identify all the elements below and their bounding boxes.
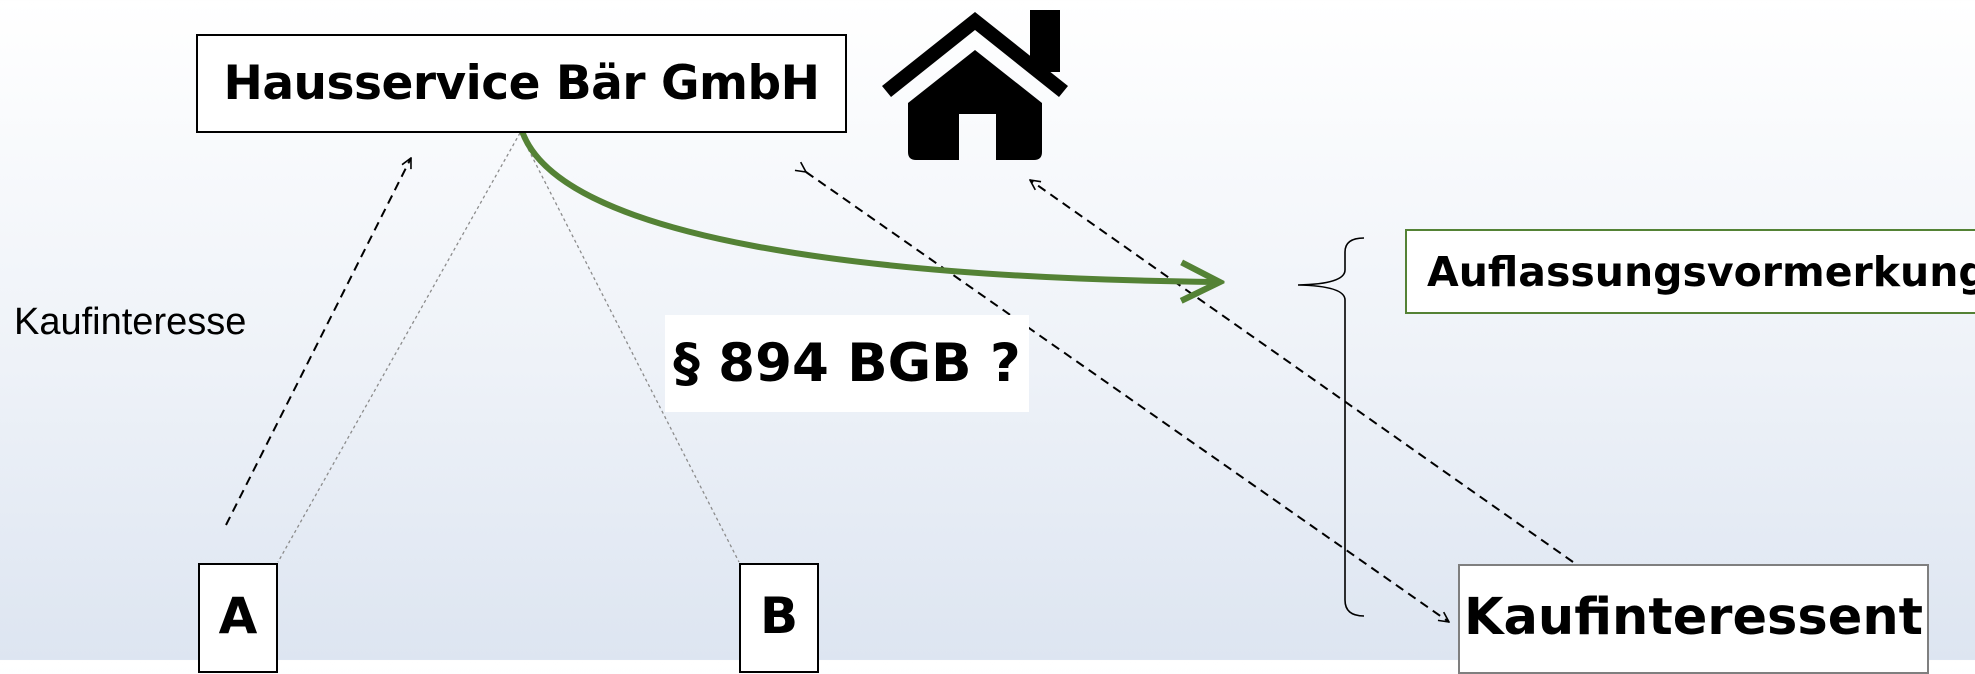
kaufinteresse-arrow bbox=[225, 158, 412, 526]
auflassungsvormerkung-box: Auflassungsvormerkung bbox=[1405, 229, 1975, 314]
party-a-box: A bbox=[198, 563, 278, 673]
party-b-box: B bbox=[739, 563, 819, 673]
kaufinteressent-box: Kaufinteressent bbox=[1458, 564, 1929, 674]
company-box: Hausservice Bär GmbH bbox=[196, 34, 847, 133]
kaeufer-house-arrow bbox=[1030, 180, 1574, 563]
company-to-b-line bbox=[519, 132, 740, 563]
curly-brace bbox=[1297, 237, 1365, 617]
company-to-a-line bbox=[277, 132, 521, 563]
paragraph-label: § 894 BGB ? bbox=[665, 315, 1029, 412]
green-curved-arrow bbox=[519, 130, 1215, 282]
kaufinteresse-label: Kaufinteresse bbox=[14, 301, 247, 343]
company-kaeufer-arrow bbox=[806, 172, 1449, 622]
diagram-canvas bbox=[225, 10, 1574, 660]
house-icon bbox=[882, 10, 1068, 160]
